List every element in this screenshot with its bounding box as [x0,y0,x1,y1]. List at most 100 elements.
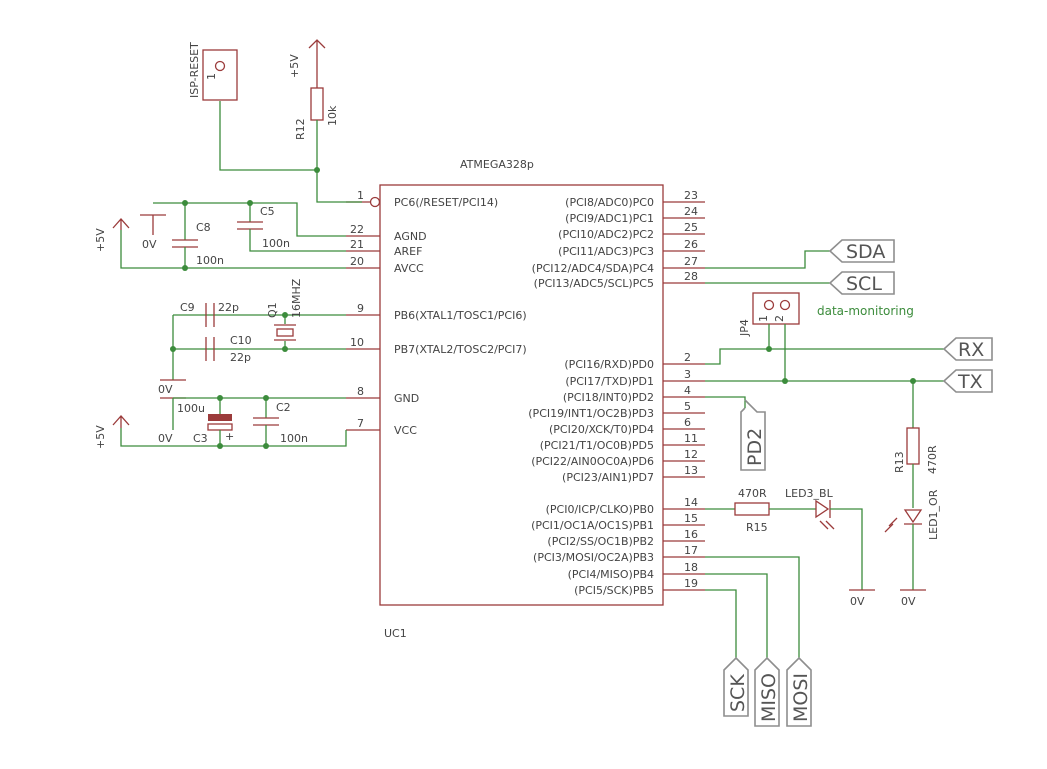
c3-ref: C3 [193,432,208,445]
wire-vcc [120,428,347,447]
wire-isp-reset [219,101,317,171]
gnd-label-led1: 0V [901,595,916,608]
led3-rays [819,520,835,530]
r12-value: 10k [326,105,339,126]
mosi-net-label: MOSI [790,673,812,722]
tx-net-label: TX [957,371,983,393]
rx-net-label-box [942,337,993,361]
jp4-pad-1 [763,299,775,311]
r15-value: 470R [738,487,767,500]
ic-pin-number: 25 [684,221,698,234]
c10-value: 22p [230,351,251,364]
isp-reset-header: ISP-RESET 1 [188,42,238,101]
ic-pin-name: AREF [394,245,422,258]
isp-reset-pin-number: 1 [205,73,218,80]
ic-pin-name: (PCI11/ADC3)PC3 [558,245,654,258]
ic-pin-number: 28 [684,270,698,283]
wire-avcc [120,230,346,269]
q1-body [276,328,294,337]
vcc-label-avcc: +5V [94,228,107,252]
c8-capacitor: C8 100n [172,203,224,268]
ic-pin-name: (PCI13/ADC5/SCL)PC5 [534,277,654,290]
junction [282,312,288,318]
r15-ref: R15 [746,521,768,534]
junction [263,443,269,449]
jp4-label: data-monitoring [817,304,914,318]
led1: LED1_OR [884,489,940,540]
junction [217,395,223,401]
r13-value: 470R [926,445,939,474]
c8-value: 100n [196,254,224,267]
jp4-header: 1 2 JP4 data-monitoring [738,292,914,337]
ic-pin-name: (PCI5/SCK)PB5 [574,584,654,597]
tx-net-label-box [942,369,993,393]
pd2-net-label-box [740,399,766,471]
junction [314,167,320,173]
ic-pin-number: 16 [684,528,698,541]
c3-plate-top [208,414,232,421]
ic-pin-name: AGND [394,230,427,243]
ic-pin-name: (PCI23/AIN1)PD7 [562,471,654,484]
ic-ref: UC1 [384,627,407,640]
junction [263,395,269,401]
ic-pin-number: 5 [684,400,691,413]
junction [182,265,188,271]
ic-pin-name: PC6(/RESET/PCI14) [394,196,498,209]
jp4-pad-2 [779,299,791,311]
junction [782,378,788,384]
ic-body [379,184,664,606]
jp4-outline [752,292,800,325]
q1-ref: Q1 [266,302,279,318]
vcc-arrow-avcc [112,218,130,230]
sda-net-label-box [828,239,895,263]
ic-pin-name: (PCI18/INT0)PD2 [563,391,654,404]
c2-capacitor: C2 100n [253,398,308,446]
ic-pin-name: (PCI1/OC1A/OC1S)PB1 [531,519,654,532]
wire-led3-gnd [830,508,863,590]
ic-pin-number: 23 [684,189,698,202]
c10-capacitor: C10 22p [205,334,252,364]
wire-mosi [705,556,800,658]
led3-symbol [815,499,831,519]
ic-pin-name: (PCI3/MOSI/OC2A)PB3 [533,551,654,564]
ic-pins: 1PC6(/RESET/PCI14)22AGND21AREF20AVCC9PB6… [346,189,705,597]
q1-crystal: Q1 16MHZ [266,278,303,349]
isp-reset-outline [202,49,238,101]
junction [170,346,176,352]
c3-polarity: + [225,430,234,443]
ic-pin-number: 27 [684,255,698,268]
ic-pin-name: (PCI20/XCK/T0)PD4 [549,423,654,436]
c9-ref: C9 [180,301,195,314]
c10-ref: C10 [230,334,252,347]
ic-pin-name: (PCI22/AIN0OC0A)PD6 [531,455,654,468]
mosi-net-label-box [786,656,812,727]
led3: LED3_BL [785,487,835,530]
gnd-label-xtal: 0V [158,383,173,396]
r13-body [906,427,920,465]
wire-miso [705,573,768,658]
led3-ref: LED3_BL [785,487,834,500]
ic-pin-number: 7 [357,417,364,430]
vcc-arrow-power [112,415,130,428]
junction [182,200,188,206]
r12-body [310,87,324,121]
wire-agnd [153,202,346,237]
c3-value: 100u [177,402,205,415]
miso-net-label-box [754,656,780,727]
wire-sck [705,589,737,658]
c2-value: 100n [280,432,308,445]
junction [766,346,772,352]
ic-pin-name: (PCI17/TXD)PD1 [565,375,654,388]
ic-pin-name: (PCI10/ADC2)PC2 [558,228,654,241]
ic-pin-number: 8 [357,385,364,398]
ic-pin-name: VCC [394,424,417,437]
c5-value: 100n [262,237,290,250]
r15-body [734,502,770,516]
ic-pin-number: 14 [684,496,698,509]
ic-pin-number: 9 [357,302,364,315]
c9-value: 22p [218,301,239,314]
junction [247,200,253,206]
ic-name: ATMEGA328p [460,158,534,171]
gnd-label-c8: 0V [142,238,157,251]
ic-pin-name: (PCI8/ADC0)PC0 [565,196,654,209]
